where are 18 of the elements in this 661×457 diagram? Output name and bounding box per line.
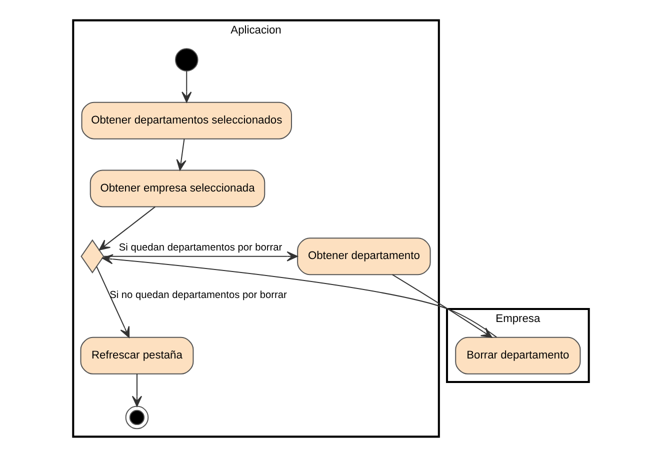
node-bullseye — [124, 406, 148, 430]
node-box: Obtener departamentos seleccionados — [80, 102, 292, 140]
arrow — [96, 266, 130, 338]
node-box: Obtener departamento — [296, 238, 430, 276]
node-box: Borrar departamento — [454, 336, 580, 374]
node-diamond — [80, 239, 104, 274]
arrow — [392, 274, 492, 338]
edge-label: Si no quedan departamentos por borrar — [109, 290, 286, 301]
node-box: Refrescar pestaña — [80, 336, 194, 374]
arrow — [131, 374, 142, 407]
node-box: Obtener empresa seleccionada — [89, 170, 265, 208]
node-circle — [174, 48, 198, 72]
arrow — [103, 251, 298, 262]
arrow — [98, 206, 155, 250]
arrow — [181, 71, 192, 103]
edge-label: Si quedan departamentos por borrar — [118, 242, 282, 254]
arrow — [176, 138, 186, 171]
arrow — [102, 254, 496, 338]
